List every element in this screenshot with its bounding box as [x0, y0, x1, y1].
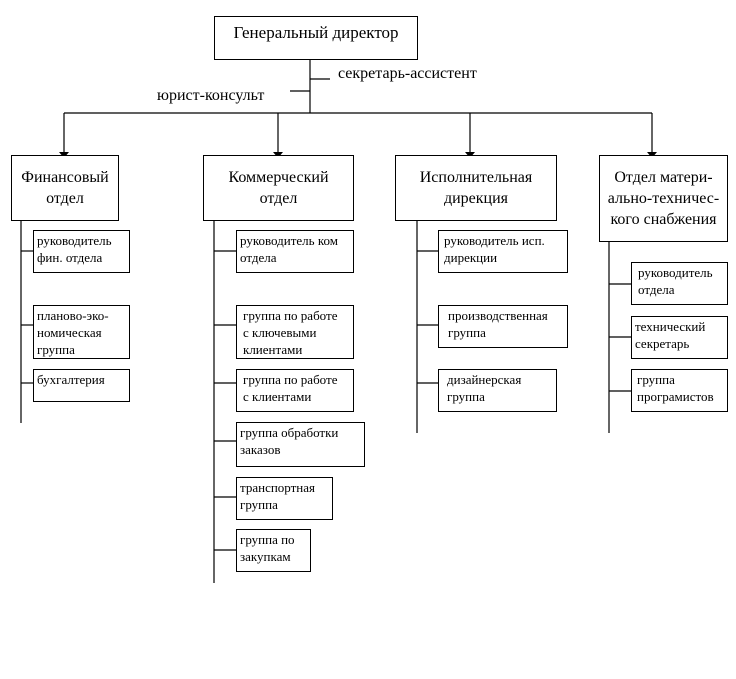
group-box: дизайнерская группа [438, 369, 557, 412]
group-box: руководитель исп. дирекции [438, 230, 568, 273]
group-box: руководитель ком отдела [236, 230, 354, 273]
department-supply: Отдел матери- ально-техничес- кого снабж… [599, 155, 728, 242]
group-box: группа програмистов [631, 369, 728, 412]
group-box: планово-эко- номическая группа [33, 305, 130, 359]
group-box: производственная группа [438, 305, 568, 348]
department-executive: Исполнительная дирекция [395, 155, 557, 221]
group-box: руководитель отдела [631, 262, 728, 305]
group-box: технический секретарь [631, 316, 728, 359]
group-box: транспортная группа [236, 477, 333, 520]
group-box: группа по работе с клиентами [236, 369, 354, 412]
group-box: группа по работе с ключевыми клиентами [236, 305, 354, 359]
department-finance: Финансовый отдел [11, 155, 119, 221]
general-director-box: Генеральный директор [214, 16, 418, 60]
group-box: бухгалтерия [33, 369, 130, 402]
group-box: группа обработки заказов [236, 422, 365, 467]
group-box: руководитель фин. отдела [33, 230, 130, 273]
secretary-label: секретарь-ассистент [338, 65, 477, 82]
department-commercial: Коммерческий отдел [203, 155, 354, 221]
lawyer-label: юрист-консульт [157, 87, 265, 104]
group-box: группа по закупкам [236, 529, 311, 572]
